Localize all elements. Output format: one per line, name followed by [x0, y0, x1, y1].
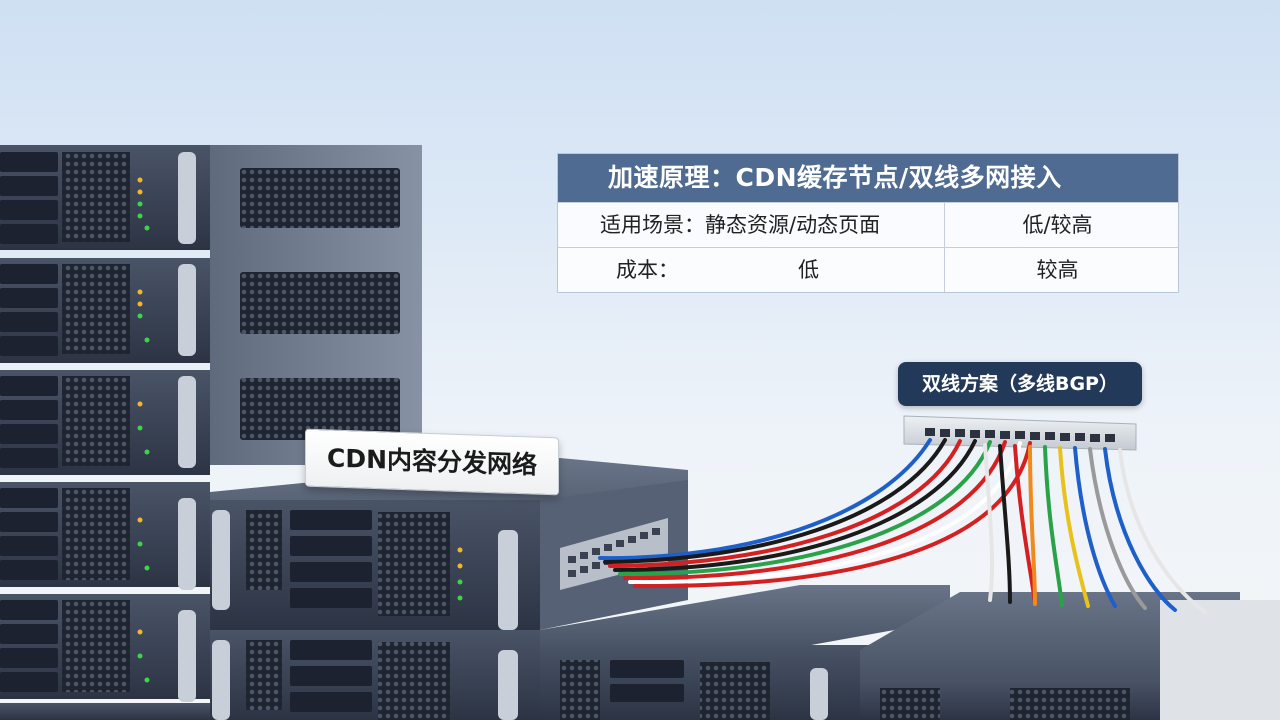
- cost-label: 成本：: [616, 258, 679, 282]
- table-row: 适用场景：静态资源/动态页面 低/较高: [558, 202, 1178, 247]
- table-cell-right: 较高: [1036, 258, 1079, 282]
- cdn-server-block: [210, 458, 688, 720]
- network-switch: [903, 415, 1137, 451]
- server-unit: [0, 482, 210, 590]
- scenario-label: 适用场景：静态资源/动态页面: [600, 213, 881, 237]
- table-cell: 适用场景：静态资源/动态页面: [558, 203, 945, 247]
- table-row: 成本： 低 较高: [558, 247, 1178, 292]
- server-unit: [0, 145, 422, 250]
- cdn-sign: CDN内容分发网络: [305, 428, 559, 496]
- comparison-table: 加速原理：CDN缓存节点/双线多网接入 适用场景：静态资源/动态页面 低/较高 …: [557, 153, 1179, 293]
- dual-line-label: 双线方案（多线BGP）: [898, 362, 1142, 406]
- cost-value: 低: [798, 258, 819, 282]
- server-stack-left: [0, 145, 422, 720]
- table-cell-right: 低/较高: [1022, 213, 1093, 237]
- server-row-bottom: [540, 585, 1280, 720]
- table-header: 加速原理：CDN缓存节点/双线多网接入: [558, 154, 1178, 202]
- server-unit: [0, 594, 210, 702]
- server-unit: [0, 350, 422, 475]
- server-unit: [0, 250, 422, 363]
- table-cell: 成本： 低: [558, 248, 945, 292]
- network-cables-down: [983, 443, 1207, 614]
